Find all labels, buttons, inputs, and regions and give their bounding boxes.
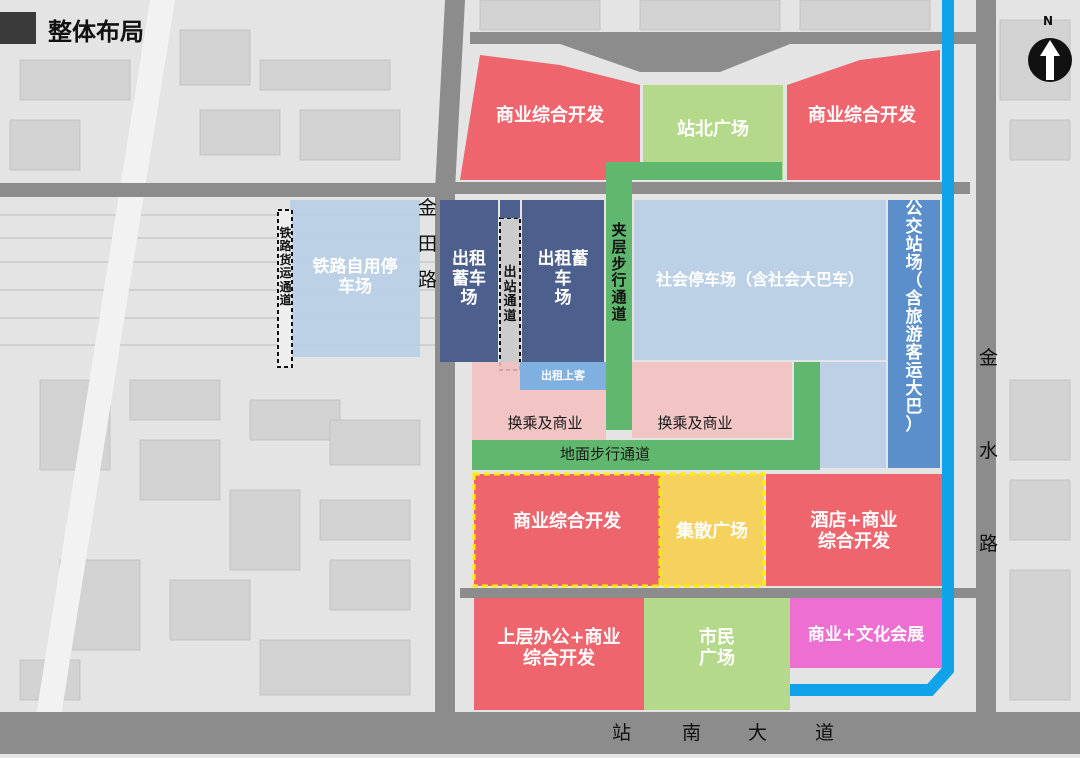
label-civic-plaza: 市民 广场 (699, 627, 735, 669)
label-taxi-pickup: 出租上客 (541, 369, 585, 382)
label-taxi-left: 出租 蓄车 场 (452, 249, 486, 309)
label-mezzanine: 夹 层 步 行 通 道 (611, 221, 627, 323)
zone-culture-exhibition (790, 598, 942, 668)
road-label-zhannan-3: 大 (748, 722, 768, 744)
north-arrow-icon (1028, 38, 1072, 82)
zone-taxi-pickup (520, 362, 606, 390)
label-north-plaza: 站北广场 (677, 119, 749, 140)
title-marker (0, 12, 36, 44)
zone-mezzanine-walkway (606, 180, 632, 430)
label-transfer-right: 换乘及商业 (657, 414, 733, 432)
label-commercial-nw: 商业综合开发 (496, 105, 604, 126)
river (720, 0, 954, 696)
label-hotel-commercial: 酒店+商业 综合开发 (810, 510, 898, 552)
zone-bus-station (888, 200, 940, 468)
zone-social-parking (634, 200, 886, 360)
page-title: 整体布局 (48, 18, 144, 46)
label-ground-walkway: 地面步行通道 (559, 445, 650, 463)
zone-commercial-ne (787, 50, 940, 180)
road-label-zhannan-2: 南 (682, 722, 702, 744)
zone-exit-top (500, 200, 520, 218)
zone-office-commercial (474, 598, 644, 710)
label-office-commercial: 上层办公+商业 综合开发 (497, 627, 621, 669)
zone-taxi-right (522, 200, 604, 362)
label-culture-exhibition: 商业+文化会展 (807, 625, 925, 645)
label-rail-parking: 铁路自用停 车场 (312, 257, 398, 297)
zone-civic-plaza (644, 598, 790, 710)
label-social-parking: 社会停车场（含社会大巴车） (655, 270, 864, 289)
mezzanine-walkway-top (606, 162, 782, 180)
zone-bus-extension (820, 362, 886, 468)
north-label: N (1043, 14, 1054, 28)
zone-hotel-commercial (766, 474, 942, 586)
zone-ground-walkway (472, 440, 820, 470)
zone-dispersal-plaza (658, 472, 766, 588)
label-taxi-right: 出租蓄 车 场 (537, 249, 589, 309)
zone-rail-freight (277, 209, 293, 368)
zone-commercial-nw (460, 55, 640, 180)
walkway-connector (794, 362, 820, 442)
road-label-jinshui: 金 水 路 (979, 347, 999, 556)
road-label-jintian: 金 田 路 (418, 197, 438, 292)
zone-transfer-right (632, 362, 792, 438)
road-label-zhannan-4: 道 (815, 722, 835, 744)
label-exit-passage: 出 站 通 道 (503, 265, 517, 324)
label-commercial-ne: 商业综合开发 (808, 105, 916, 126)
label-bus-station: 公 交 站 场 （ 含 旅 游 客 运 大 巴 ） (905, 199, 923, 436)
label-rail-freight: 铁 路 货 运 通 道 (279, 226, 292, 308)
zone-taxi-left (440, 200, 498, 362)
label-dispersal-plaza: 集散广场 (676, 521, 748, 542)
label-commercial-sw: 商业综合开发 (513, 511, 621, 532)
road-label-zhannan-1: 站 (612, 722, 632, 744)
zone-rail-parking (290, 200, 420, 357)
label-transfer-left: 换乘及商业 (507, 414, 583, 432)
